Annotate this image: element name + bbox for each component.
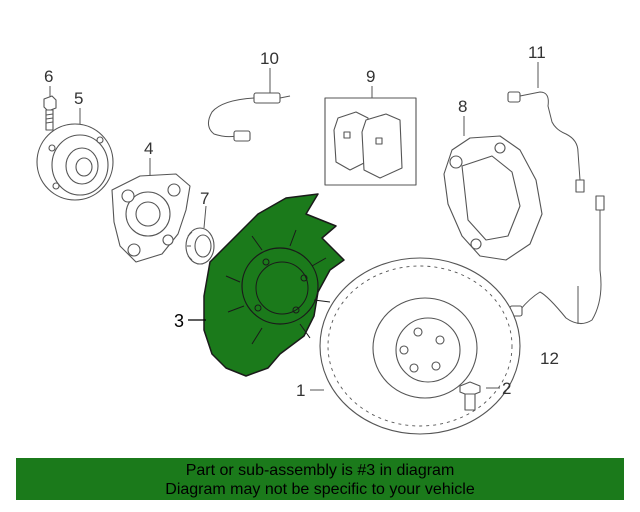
callout-1[interactable]: 1 bbox=[296, 381, 305, 400]
part-3-splash-shield[interactable] bbox=[203, 193, 345, 377]
callouts: 6 5 4 7 10 9 11 8 3 12 2 1 bbox=[44, 43, 559, 400]
callout-2[interactable]: 2 bbox=[502, 379, 511, 398]
callout-12[interactable]: 12 bbox=[540, 349, 559, 368]
banner-line-disclaimer: Diagram may not be specific to your vehi… bbox=[165, 481, 475, 498]
info-banner: Part or sub-assembly is #3 in diagram Di… bbox=[16, 458, 624, 500]
banner-line-part: Part or sub-assembly is #3 in diagram bbox=[185, 462, 455, 479]
callout-4[interactable]: 4 bbox=[144, 139, 153, 158]
part-2-bolt[interactable] bbox=[459, 381, 481, 411]
part-6-bolt[interactable] bbox=[43, 95, 57, 131]
callout-9[interactable]: 9 bbox=[366, 67, 375, 86]
callout-7[interactable]: 7 bbox=[200, 189, 209, 208]
part-7-ring[interactable] bbox=[185, 227, 215, 265]
callout-11[interactable]: 11 bbox=[528, 43, 546, 62]
leader-lines bbox=[49, 62, 579, 391]
callout-6[interactable]: 6 bbox=[44, 67, 53, 86]
callout-3[interactable]: 3 bbox=[174, 311, 184, 331]
callout-8[interactable]: 8 bbox=[458, 97, 467, 116]
part-5-wheel-hub[interactable] bbox=[36, 123, 114, 201]
part-1-brake-disc[interactable] bbox=[319, 257, 521, 435]
part-11-sensor-cable[interactable] bbox=[507, 91, 585, 193]
part-4-wheel-carrier[interactable] bbox=[111, 173, 191, 263]
part-8-brake-caliper[interactable] bbox=[443, 135, 543, 261]
part-10-wear-sensor[interactable] bbox=[208, 92, 291, 142]
callout-10[interactable]: 10 bbox=[260, 49, 279, 68]
brake-exploded-diagram: 6 5 4 7 10 9 11 8 3 12 2 1 bbox=[36, 43, 605, 435]
callout-5[interactable]: 5 bbox=[74, 89, 83, 108]
part-9-brake-pad-set[interactable] bbox=[324, 97, 417, 186]
